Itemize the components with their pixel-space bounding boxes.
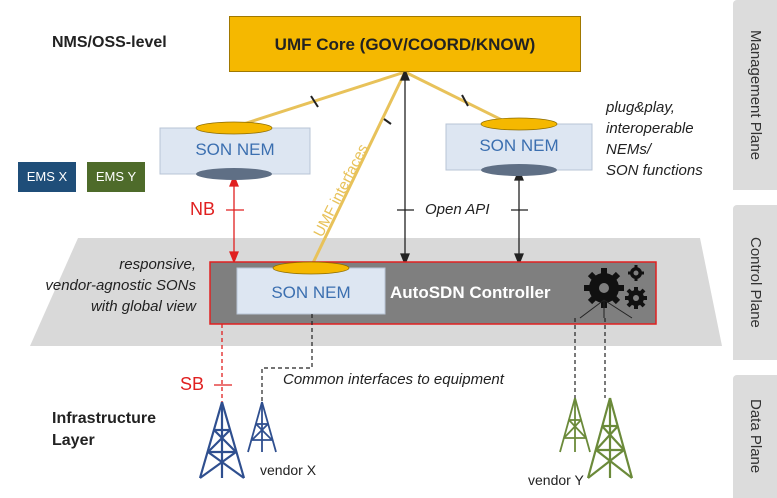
son-nem-right-label: SON NEM <box>479 136 559 155</box>
management-plane-label: Management Plane <box>747 29 764 161</box>
controller-label: AutoSDN Controller <box>390 283 551 302</box>
son-nem-controller-box <box>236 261 386 315</box>
ems-y-box: EMS Y <box>87 162 145 192</box>
umf-links <box>230 70 511 266</box>
son-nem-right-box <box>445 117 593 176</box>
umf-interfaces-label: UMF interfaces <box>310 141 371 239</box>
nb-link <box>226 174 244 264</box>
ems-x-box: EMS X <box>18 162 76 192</box>
umf-core-box: UMF Core (GOV/COORD/KNOW) <box>229 16 581 72</box>
son-nem-left-box <box>159 121 311 180</box>
control-plane-tab: Control Plane <box>733 205 777 360</box>
common-interface-links <box>261 314 606 402</box>
data-plane-tab: Data Plane <box>733 375 777 498</box>
nms-oss-level-label: NMS/OSS-level <box>52 34 167 51</box>
nb-label: NB <box>190 199 216 219</box>
infrastructure-layer-label: Infrastructure Layer <box>52 410 157 449</box>
control-plane-label: Control Plane <box>747 237 764 328</box>
common-interfaces-label: Common interfaces to equipment <box>283 371 504 388</box>
management-plane-tab: Management Plane <box>733 0 777 190</box>
tower-vendor-y-large <box>586 397 634 479</box>
responsive-annotation: responsive, vendor-agnostic SONs with gl… <box>45 256 196 315</box>
plug-play-annotation: plug&play, interoperable NEMs/ SON funct… <box>606 99 703 179</box>
gears-icon <box>584 265 647 309</box>
controller-fan-lines <box>579 299 633 319</box>
tower-vendor-y-small <box>559 397 591 453</box>
son-nem-left-label: SON NEM <box>195 140 275 159</box>
vendor-y-label: vendor Y <box>528 472 584 488</box>
open-api-label: Open API <box>425 201 490 218</box>
son-nem-controller-label: SON NEM <box>271 283 351 302</box>
umf-ticks <box>310 94 469 125</box>
data-plane-label: Data Plane <box>747 399 764 474</box>
umf-core-label: UMF Core (GOV/COORD/KNOW) <box>274 35 536 54</box>
vendor-x-label: vendor X <box>260 462 317 478</box>
tower-vendor-x-small <box>247 401 277 453</box>
sb-label: SB <box>180 374 205 394</box>
tower-vendor-x-large <box>198 401 246 479</box>
